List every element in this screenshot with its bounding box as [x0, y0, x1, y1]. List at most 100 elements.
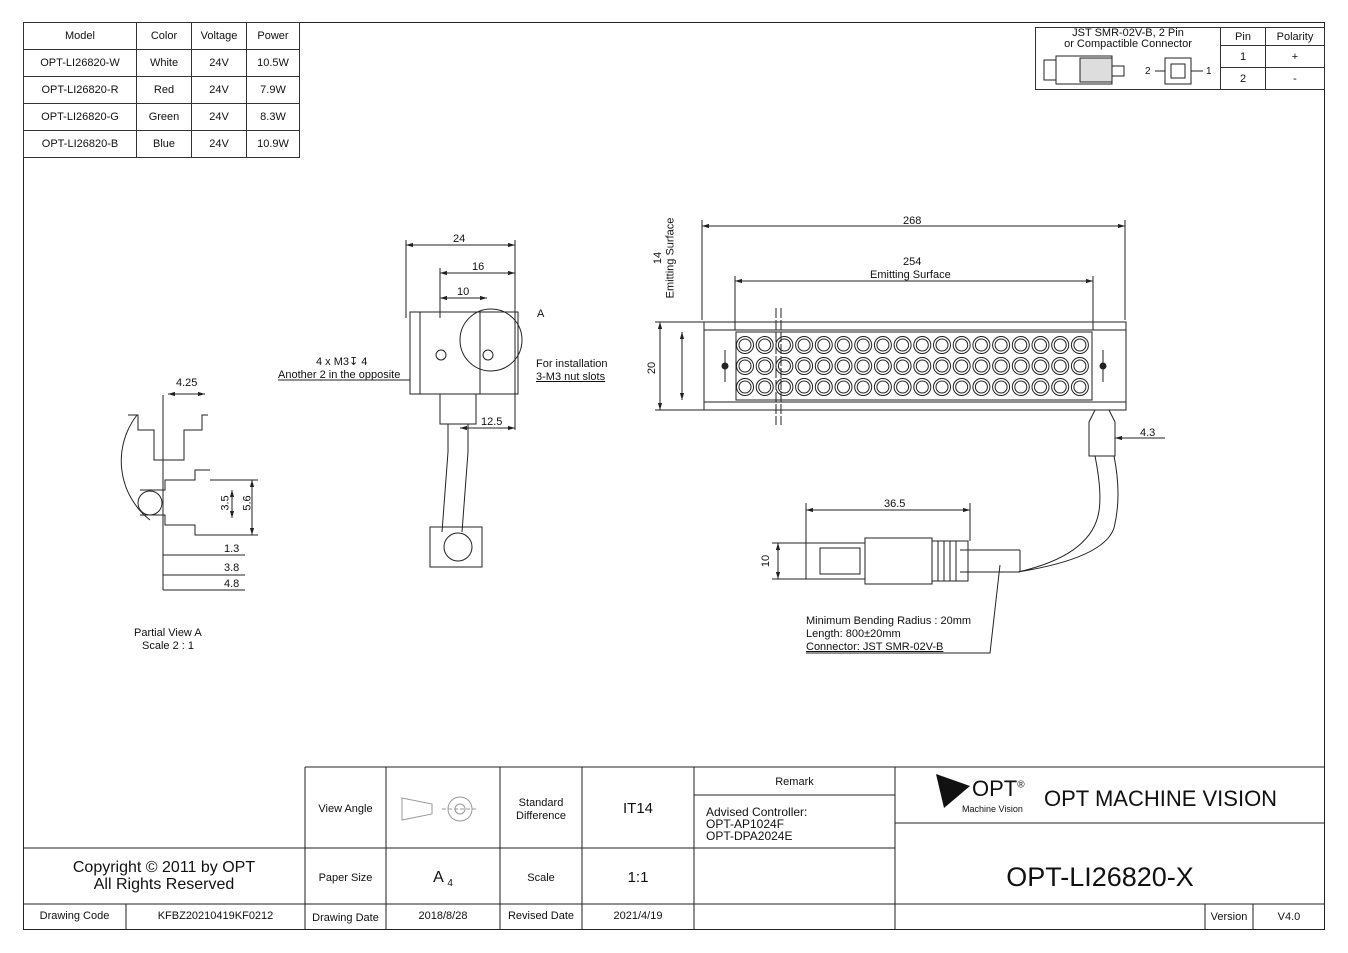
led: [775, 378, 794, 396]
drawing-date: 2018/8/28: [418, 910, 468, 922]
dim-16: 16: [472, 261, 485, 273]
voltage-cell: 24V: [191, 103, 247, 131]
led-inner: [1053, 359, 1067, 373]
color-cell: White: [136, 49, 192, 77]
led-inner: [1073, 338, 1087, 352]
led: [1070, 378, 1089, 396]
pin-label-2: 2: [1145, 66, 1151, 77]
led: [814, 336, 833, 354]
led-inner: [777, 359, 791, 373]
led: [972, 378, 991, 396]
led: [933, 336, 951, 354]
led-inner: [837, 380, 850, 394]
led: [992, 336, 1011, 354]
connector-cell: JST SMR-02V-B, 2 Pin or Compactible Conn…: [1035, 27, 1221, 90]
led-inner: [974, 338, 988, 352]
m3-note: 4 x M3↧ 4: [316, 356, 368, 368]
version-label: Version: [1210, 911, 1248, 923]
led: [795, 357, 814, 375]
table-row: OPT-LI26820-B Blue 24V 10.9W: [23, 130, 300, 158]
led-inner: [876, 380, 890, 394]
led: [913, 378, 932, 396]
logo-text: OPT®: [972, 776, 1025, 801]
led-inner: [856, 359, 870, 373]
led-inner: [758, 380, 772, 394]
led-inner: [837, 359, 850, 373]
dim-14: 14: [652, 251, 665, 265]
led-inner: [974, 380, 988, 394]
led: [755, 336, 774, 354]
led-inner: [837, 338, 850, 352]
led-inner: [935, 359, 949, 373]
led: [933, 357, 951, 375]
led: [1051, 378, 1070, 396]
led-inner: [1034, 338, 1047, 352]
led-inner: [994, 338, 1008, 352]
led: [1051, 336, 1070, 354]
led: [834, 378, 853, 396]
paper-size-label: Paper Size: [318, 872, 373, 884]
led: [873, 357, 892, 375]
dim-4-8: 4.8: [224, 578, 240, 590]
led-inner: [1053, 338, 1067, 352]
cable-note-line3: Connector: JST SMR-02V-B: [806, 641, 944, 653]
side-view: [278, 240, 523, 568]
front-view: [655, 220, 1165, 654]
led: [795, 378, 814, 396]
color-cell: Blue: [136, 130, 192, 158]
led-inner: [896, 380, 910, 394]
led: [873, 336, 892, 354]
revised-date-label: Revised Date: [507, 910, 575, 922]
logo-subtitle: Machine Vision: [962, 804, 1023, 814]
cable-note-line1: Minimum Bending Radius : 20mm: [806, 615, 972, 627]
standard-difference: IT14: [622, 800, 653, 817]
led-inner: [797, 338, 811, 352]
emitting-surface-vertical-label: Emitting Surface: [664, 217, 677, 299]
led-inner: [856, 338, 870, 352]
led: [736, 336, 754, 354]
led: [972, 357, 991, 375]
led: [952, 336, 971, 354]
led: [873, 378, 892, 396]
led: [1011, 357, 1030, 375]
led: [1031, 378, 1050, 396]
led-inner: [955, 380, 969, 394]
dim-3-5: 3.5: [219, 495, 232, 511]
led-inner: [1053, 380, 1067, 394]
detail-label-a: A: [537, 308, 545, 320]
partial-view-a: [120, 391, 258, 591]
dim-254: 254: [903, 256, 922, 268]
table-row: 1 +: [1036, 45, 1325, 68]
partial-view-title: Partial View A: [134, 627, 202, 639]
led-inner: [915, 338, 929, 352]
model-cell: OPT-LI26820-G: [23, 103, 137, 131]
led: [1031, 336, 1050, 354]
cable-note-line2: Length: 800±20mm: [806, 628, 901, 640]
led: [913, 357, 932, 375]
dim-12-5: 12.5: [481, 416, 503, 428]
led-inner: [797, 359, 811, 373]
led-inner: [738, 380, 752, 394]
led: [1051, 357, 1070, 375]
led: [1031, 357, 1050, 375]
drawing-code-label: Drawing Code: [39, 910, 110, 922]
power-cell: 10.9W: [246, 130, 300, 158]
led: [1011, 378, 1030, 396]
led-inner: [758, 359, 772, 373]
power-cell: 10.5W: [246, 49, 300, 77]
led-inner: [738, 359, 752, 373]
led-inner: [876, 359, 890, 373]
paper-size: A 4: [433, 869, 453, 890]
led-array: [736, 336, 1089, 396]
led: [736, 357, 754, 375]
connector-title-line2: or Compactible Connector: [1064, 38, 1192, 50]
pin-label-1: 1: [1206, 66, 1212, 77]
led-inner: [777, 338, 791, 352]
led: [755, 378, 774, 396]
dim-10-front: 10: [760, 554, 773, 568]
led: [1011, 336, 1030, 354]
led-inner: [974, 359, 988, 373]
table-row: OPT-LI26820-W White 24V 10.5W: [23, 49, 300, 77]
